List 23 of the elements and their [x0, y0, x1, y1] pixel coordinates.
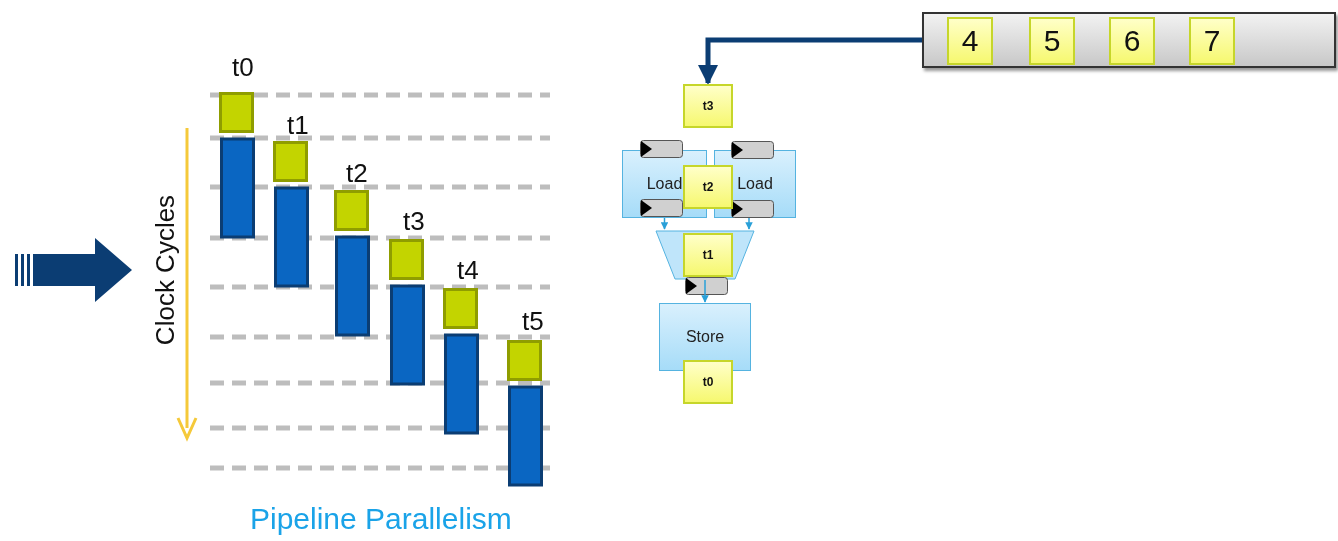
store-box: Store — [659, 303, 751, 371]
time-label: t4 — [457, 255, 479, 285]
queue-bar — [922, 12, 1336, 68]
token-box: 5 — [1029, 17, 1075, 65]
token-box: t1 — [683, 233, 733, 277]
token-box: 7 — [1189, 17, 1235, 65]
token-box: t3 — [683, 84, 733, 128]
token-box: 6 — [1109, 17, 1155, 65]
token-box: t2 — [683, 165, 733, 209]
token-box: t0 — [683, 360, 733, 404]
merge-trapezoid — [655, 230, 755, 280]
arrow — [660, 217, 669, 230]
token-box: 4 — [947, 17, 993, 65]
time-label: t3 — [403, 206, 425, 236]
axis-label: Clock Cycles — [150, 193, 180, 348]
caption: Pipeline Parallelism — [250, 502, 512, 536]
time-label: t5 — [522, 306, 544, 336]
time-label: t1 — [287, 110, 309, 140]
time-label: t0 — [232, 52, 254, 82]
arrow — [698, 37, 922, 85]
arrow — [701, 279, 709, 303]
time-label: t2 — [346, 158, 368, 188]
arrow — [745, 217, 753, 230]
